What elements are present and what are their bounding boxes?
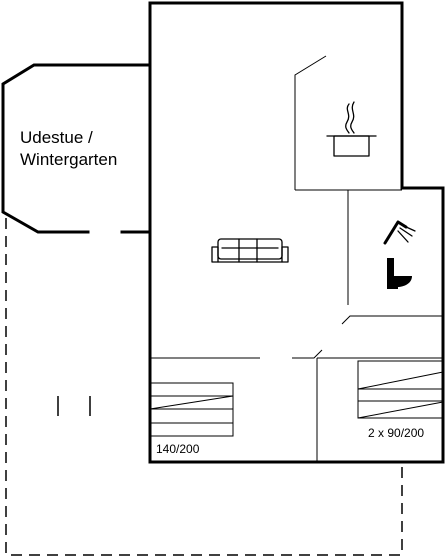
- double-bed: [149, 382, 234, 437]
- interior-walls: [149, 55, 443, 462]
- terrace-outline: [5, 4, 403, 556]
- conservatory-label-line1: Udestue /: [20, 128, 93, 147]
- cooking-pot-icon: [326, 101, 377, 157]
- double-bed-size-label: 140/200: [156, 442, 200, 456]
- conservatory-label-line2: Wintergarten: [20, 150, 117, 169]
- sofa-icon: [211, 238, 289, 263]
- exterior-walls: [1, 1, 445, 464]
- shower-icon: [383, 220, 416, 245]
- twin-bed-size-label: 2 x 90/200: [368, 426, 424, 440]
- twin-beds: [357, 360, 444, 419]
- toilet-icon: [387, 258, 412, 289]
